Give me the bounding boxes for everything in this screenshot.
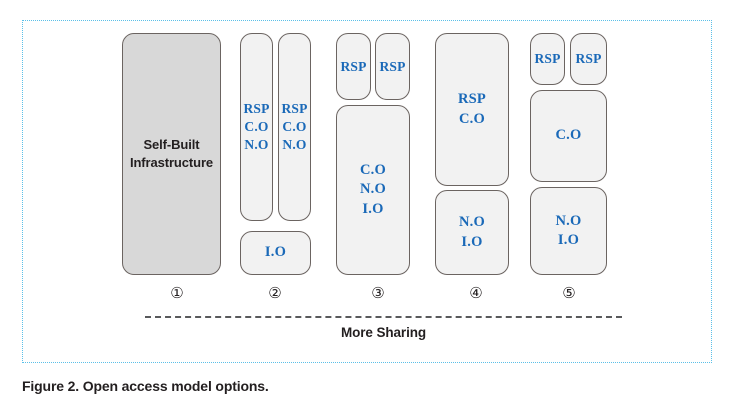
box-line: RSP bbox=[340, 58, 367, 74]
box-line: RSP bbox=[575, 51, 602, 67]
option-marker-5: ⑤ bbox=[562, 284, 576, 302]
box-line: N.O bbox=[555, 212, 582, 229]
box-line: I.O bbox=[461, 233, 483, 250]
option-marker-2: ② bbox=[268, 284, 282, 302]
box-line: C.O bbox=[555, 127, 582, 144]
box-line: N.O bbox=[244, 136, 269, 152]
box-line: RSP bbox=[281, 101, 308, 117]
option-3-box-rsp-right: RSP bbox=[375, 33, 410, 100]
box-line: Infrastructure bbox=[129, 155, 214, 170]
box-line: RSP bbox=[243, 101, 270, 117]
box-line: C.O bbox=[244, 119, 269, 135]
option-4-box-rsp-co: RSP C.O bbox=[435, 33, 509, 186]
more-sharing-dashed-axis bbox=[145, 316, 622, 318]
box-line: I.O bbox=[362, 200, 384, 217]
box-line: Self-Built bbox=[143, 137, 200, 153]
box-line: I.O bbox=[264, 244, 287, 261]
option-3-box-co-no-io: C.O N.O I.O bbox=[336, 105, 410, 275]
option-4-box-no-io: N.O I.O bbox=[435, 190, 509, 275]
more-sharing-label: More Sharing bbox=[340, 325, 427, 340]
option-3-box-rsp-left: RSP bbox=[336, 33, 371, 100]
box-line: N.O bbox=[282, 136, 307, 152]
box-line: RSP bbox=[534, 51, 561, 67]
box-line: C.O bbox=[282, 119, 307, 135]
option-5-box-rsp-left: RSP bbox=[530, 33, 565, 85]
box-line: C.O bbox=[459, 110, 485, 127]
option-marker-4: ④ bbox=[469, 284, 483, 302]
box-line: I.O bbox=[557, 232, 580, 248]
box-line: RSP bbox=[458, 91, 486, 108]
option-2-box-io: I.O bbox=[240, 231, 311, 275]
figure-caption: Figure 2. Open access model options. bbox=[22, 378, 269, 394]
option-marker-1: ① bbox=[170, 284, 184, 302]
box-line: RSP bbox=[379, 58, 406, 74]
option-5-box-no-io: N.O I.O bbox=[530, 187, 607, 275]
box-line: C.O bbox=[360, 162, 386, 179]
option-5-box-rsp-right: RSP bbox=[570, 33, 607, 85]
option-marker-3: ③ bbox=[371, 284, 385, 302]
box-line: N.O bbox=[360, 181, 386, 198]
option-5-box-co: C.O bbox=[530, 90, 607, 182]
box-line: N.O bbox=[459, 214, 485, 231]
